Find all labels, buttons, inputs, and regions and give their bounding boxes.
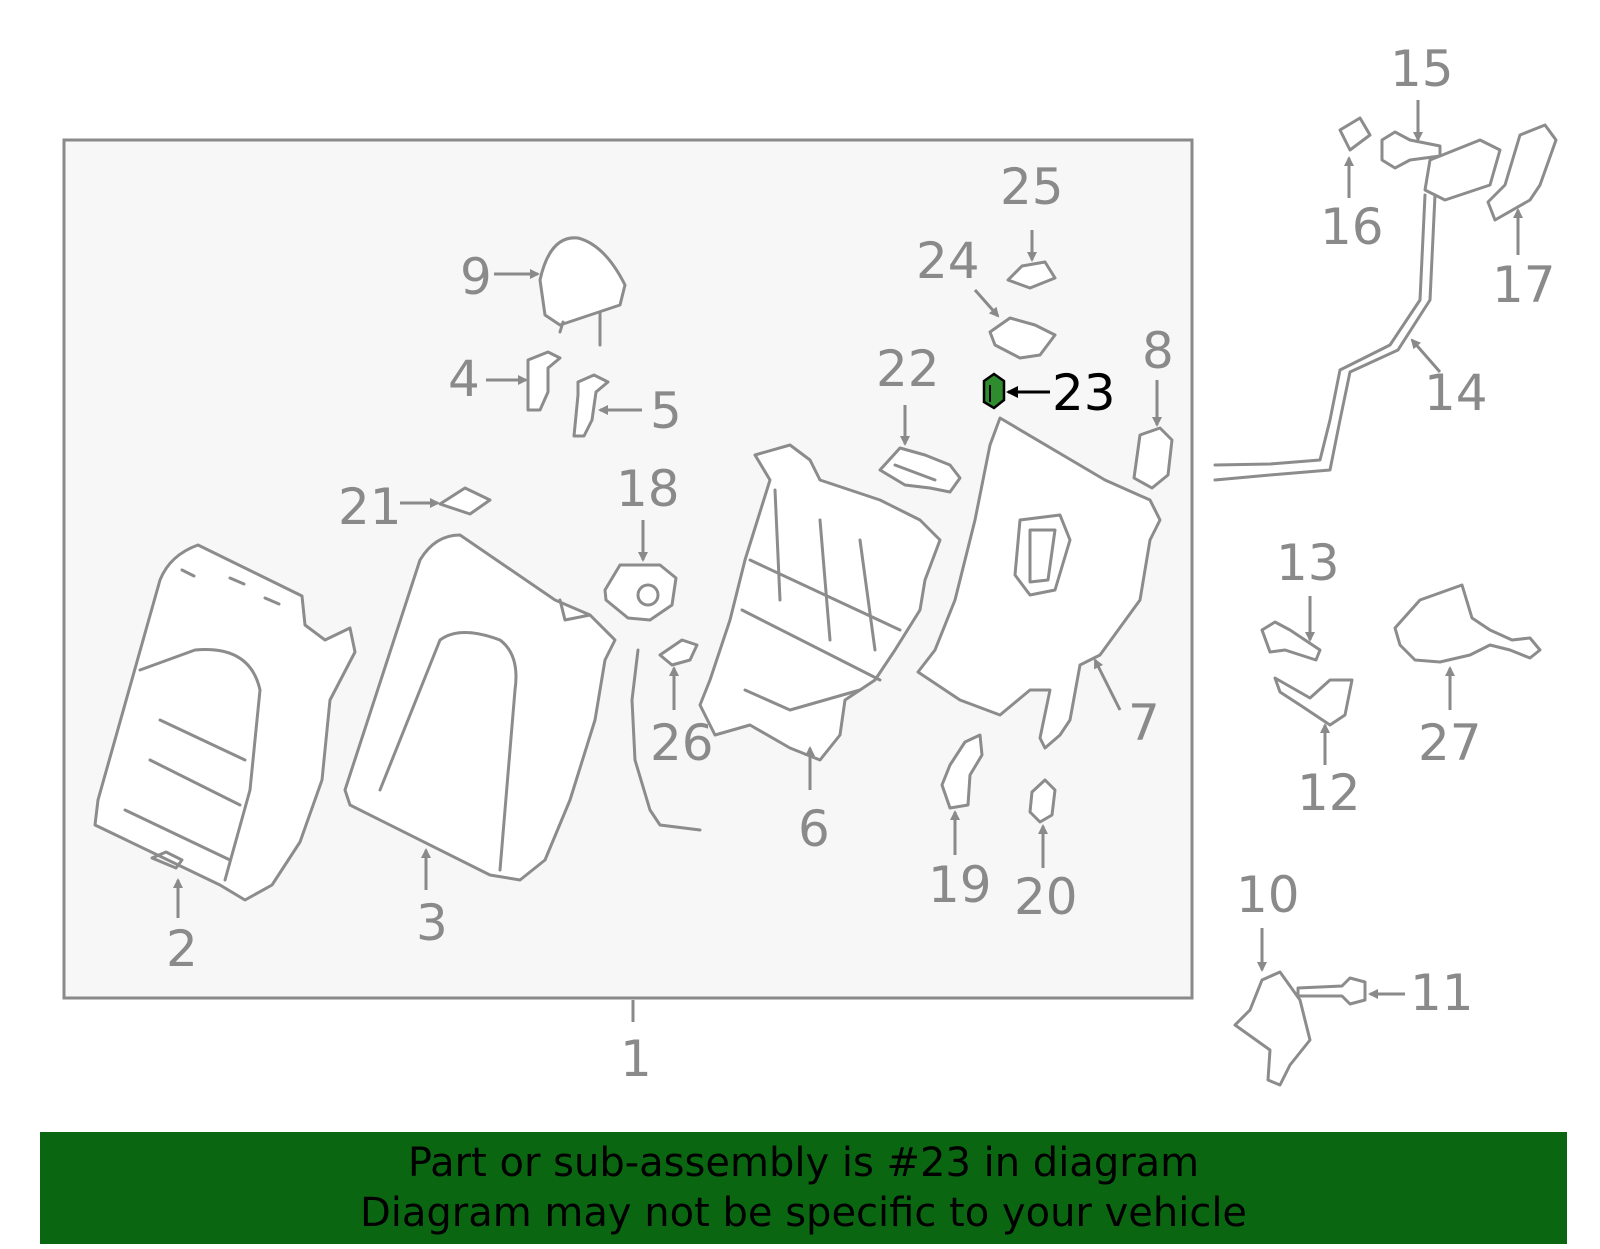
callout-22: 22 xyxy=(876,340,940,398)
part-19-trim[interactable] xyxy=(940,733,984,810)
callout-7: 7 xyxy=(1128,694,1160,752)
callout-12: 12 xyxy=(1297,764,1361,822)
part-21-pad[interactable] xyxy=(438,486,492,516)
callout-24: 24 xyxy=(916,232,980,290)
part-16-cap[interactable] xyxy=(1338,116,1372,152)
part-27-latch-assembly[interactable] xyxy=(1393,583,1542,664)
callout-1: 1 xyxy=(620,1030,652,1088)
part-3-seatback-pad[interactable] xyxy=(343,533,617,882)
part-5-headrest-guide[interactable] xyxy=(572,373,610,438)
part-23-clip[interactable] xyxy=(982,372,1006,410)
part-15-bolt[interactable] xyxy=(1380,130,1442,170)
part-12-bracket[interactable] xyxy=(1273,676,1354,727)
callout-17: 17 xyxy=(1492,256,1556,314)
banner-disclaimer-line: Diagram may not be specific to your vehi… xyxy=(359,1190,1248,1236)
callout-23: 23 xyxy=(1052,364,1116,422)
part-9-headrest[interactable] xyxy=(538,236,627,347)
callout-10: 10 xyxy=(1236,866,1300,924)
callout-27: 27 xyxy=(1418,714,1482,772)
callout-11: 11 xyxy=(1410,964,1474,1022)
callout-8: 8 xyxy=(1142,322,1174,380)
callout-5: 5 xyxy=(650,382,682,440)
callout-14: 14 xyxy=(1424,364,1488,422)
callout-6: 6 xyxy=(798,800,830,858)
part-25-cap[interactable] xyxy=(1006,260,1057,290)
callout-19: 19 xyxy=(928,856,992,914)
part-14-cable[interactable] xyxy=(1213,138,1502,482)
callout-4: 4 xyxy=(448,350,480,408)
part-11-bolt[interactable] xyxy=(1296,976,1367,1006)
callout-18: 18 xyxy=(616,460,680,518)
part-8-switch[interactable] xyxy=(1132,426,1174,490)
part-18-latch[interactable] xyxy=(603,563,678,622)
callout-2: 2 xyxy=(166,920,198,978)
part-24-bracket[interactable] xyxy=(988,316,1057,360)
part-2-seatback-cover[interactable] xyxy=(93,543,357,902)
banner-part-line: Part or sub-assembly is #23 in diagram xyxy=(407,1140,1200,1186)
part-22-bracket[interactable] xyxy=(878,446,962,494)
part-6-frame[interactable] xyxy=(698,443,942,762)
callout-3: 3 xyxy=(416,894,448,952)
callout-25: 25 xyxy=(1000,158,1064,216)
callout-20: 20 xyxy=(1014,868,1078,926)
part-7-back-panel[interactable] xyxy=(916,416,1162,750)
callout-9: 9 xyxy=(460,248,492,306)
part-20-clip[interactable] xyxy=(1028,778,1057,824)
part-17-cover[interactable] xyxy=(1486,123,1558,222)
part-4-headrest-guide[interactable] xyxy=(526,350,562,412)
info-banner: Part or sub-assembly is #23 in diagram D… xyxy=(40,1132,1567,1244)
callout-15: 15 xyxy=(1390,40,1454,98)
callout-16: 16 xyxy=(1320,198,1384,256)
callout-26: 26 xyxy=(650,714,714,772)
part-13-bolt[interactable] xyxy=(1260,620,1322,662)
part-10-bracket[interactable] xyxy=(1233,970,1312,1087)
part-26-cable[interactable] xyxy=(630,638,702,832)
callout-13: 13 xyxy=(1276,534,1340,592)
callout-21: 21 xyxy=(338,478,402,536)
